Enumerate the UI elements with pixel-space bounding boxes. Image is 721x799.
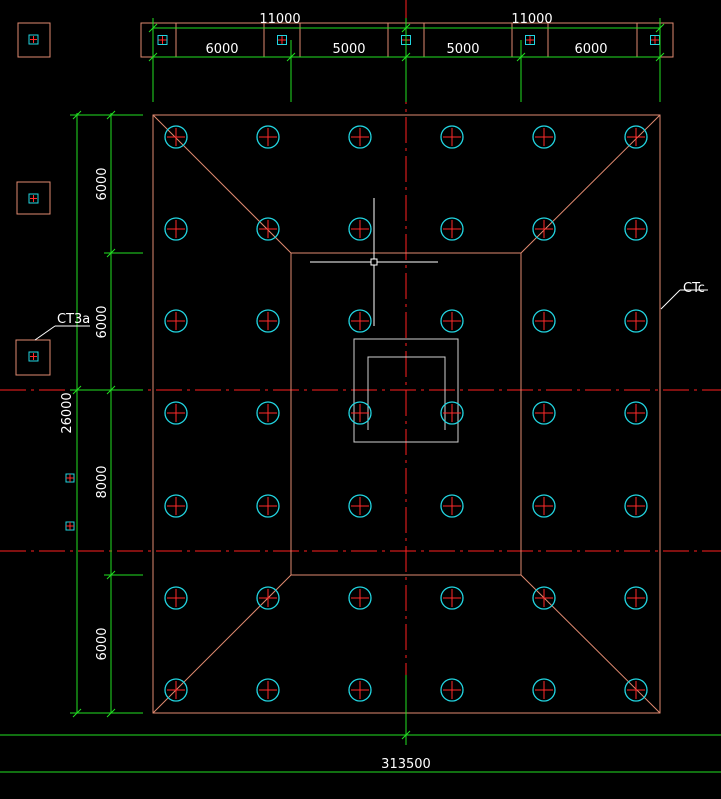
dim-span-1: 6000 — [205, 42, 238, 57]
ct3a-leader — [34, 325, 56, 341]
pile-5-5[interactable] — [532, 494, 556, 518]
pile-7-1[interactable] — [164, 678, 188, 702]
top-dimension-lines — [148, 18, 665, 102]
bottom-coordinate: 313500 — [381, 757, 431, 772]
pile-4-6[interactable] — [624, 401, 648, 425]
dim-vspan-2: 6000 — [95, 305, 110, 338]
dim-overall-left: 11000 — [259, 12, 300, 27]
pile-4-1[interactable] — [164, 401, 188, 425]
pile-1-2[interactable] — [256, 125, 280, 149]
left-dimension-lines — [70, 110, 143, 718]
dim-vspan-3: 8000 — [95, 465, 110, 498]
pile-2-5[interactable] — [532, 217, 556, 241]
label-ct3a: CT3a — [57, 312, 90, 327]
pile-7-2[interactable] — [256, 678, 280, 702]
pile-6-4[interactable] — [440, 586, 464, 610]
pile-7-3[interactable] — [348, 678, 372, 702]
pile-2-6[interactable] — [624, 217, 648, 241]
pile-4-5[interactable] — [532, 401, 556, 425]
pile-4-2[interactable] — [256, 401, 280, 425]
pile-1-3[interactable] — [348, 125, 372, 149]
cap-inner-outline — [290, 252, 522, 576]
pile-6-6[interactable] — [624, 586, 648, 610]
pile-3-4[interactable] — [440, 309, 464, 333]
core-wall-outer — [353, 338, 459, 443]
cap-labels: CTc CT3a — [34, 281, 708, 341]
pile-4-3[interactable] — [348, 401, 372, 425]
pile-5-6[interactable] — [624, 494, 648, 518]
pile-7-4[interactable] — [440, 678, 464, 702]
pile-2-3[interactable] — [348, 217, 372, 241]
ctc-leader — [660, 289, 681, 310]
pile-4-4[interactable] — [440, 401, 464, 425]
bottom-dimension: 313500 — [0, 675, 721, 773]
dim-vspan-1: 6000 — [95, 167, 110, 200]
pile-6-5[interactable] — [532, 586, 556, 610]
small-cap-ct3a[interactable] — [15, 339, 51, 376]
pile-5-1[interactable] — [164, 494, 188, 518]
pile-5-2[interactable] — [256, 494, 280, 518]
dim-vspan-4: 6000 — [95, 627, 110, 660]
dim-overall-right: 11000 — [511, 12, 552, 27]
pile-grid — [164, 125, 648, 702]
pile-3-3[interactable] — [348, 309, 372, 333]
pile-6-3[interactable] — [348, 586, 372, 610]
pile-6-2[interactable] — [256, 586, 280, 610]
dim-span-4: 6000 — [574, 42, 607, 57]
core-wall-inner — [367, 356, 446, 430]
pile-3-1[interactable] — [164, 309, 188, 333]
pile-2-1[interactable] — [164, 217, 188, 241]
small-cap-left-2[interactable] — [16, 181, 51, 215]
pile-1-4[interactable] — [440, 125, 464, 149]
pile-2-2[interactable] — [256, 217, 280, 241]
pile-1-1[interactable] — [164, 125, 188, 149]
small-pile-markers — [65, 473, 75, 531]
pile-3-5[interactable] — [532, 309, 556, 333]
label-ctc: CTc — [683, 281, 705, 296]
pile-7-5[interactable] — [532, 678, 556, 702]
pile-3-2[interactable] — [256, 309, 280, 333]
dim-span-2: 5000 — [332, 42, 365, 57]
pile-5-3[interactable] — [348, 494, 372, 518]
small-cap-left-1[interactable] — [17, 22, 51, 58]
pile-7-6[interactable] — [624, 678, 648, 702]
dim-span-3: 5000 — [446, 42, 479, 57]
pile-2-4[interactable] — [440, 217, 464, 241]
top-dimension-texts: 11000 11000 6000 5000 5000 6000 — [205, 12, 607, 57]
pile-1-5[interactable] — [532, 125, 556, 149]
dim-overall-vertical: 26000 — [60, 392, 75, 433]
crosshair-cursor — [310, 198, 438, 326]
left-dimension-texts: 26000 6000 6000 8000 6000 — [60, 167, 110, 660]
pile-6-1[interactable] — [164, 586, 188, 610]
pile-3-6[interactable] — [624, 309, 648, 333]
pile-1-6[interactable] — [624, 125, 648, 149]
core-wall[interactable] — [353, 338, 459, 443]
pile-5-4[interactable] — [440, 494, 464, 518]
